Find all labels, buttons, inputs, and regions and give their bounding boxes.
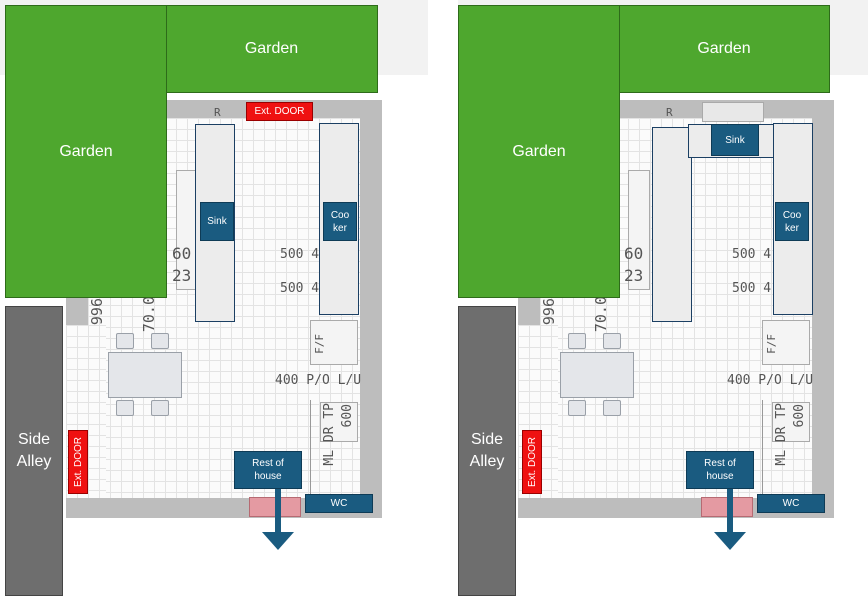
cooker-label: Coo ker [330, 209, 350, 234]
side-alley: Side Alley [5, 306, 63, 596]
appliance-label: ML DR TP [322, 403, 337, 466]
chair [568, 400, 586, 416]
garden-left: Garden [458, 5, 620, 298]
utility-label: 400 P/O L/U [727, 373, 814, 388]
floor-plan-left: 60 23 500 4 500 4 996 70.0 F/F 400 P/O L… [0, 0, 428, 600]
dim-label: 70.0 [140, 296, 158, 333]
dim-label: 600 [792, 404, 807, 428]
ext-door-side: Ext. DOOR [68, 430, 88, 494]
garden-top: Garden [618, 5, 830, 93]
rest-of-house-box: Rest of house [686, 451, 754, 489]
chair [151, 333, 169, 349]
dim-label: 60 [172, 244, 192, 263]
rest-of-house-label: Rest of house [252, 458, 284, 482]
garden-left-label: Garden [59, 142, 113, 160]
rest-of-house-label: Rest of house [704, 458, 736, 482]
fridge-label: F/F [765, 334, 778, 354]
wc-label: WC [330, 498, 348, 509]
dim-label: 500 4 [732, 247, 772, 262]
utility-label: 400 P/O L/U [275, 373, 362, 388]
panel-divider [428, 0, 458, 600]
cooker-box: Coo ker [775, 202, 809, 241]
chair [603, 400, 621, 416]
ext-door-top-label: Ext. DOOR [254, 106, 305, 117]
chair [568, 333, 586, 349]
fridge-freezer [762, 320, 810, 365]
chair [151, 400, 169, 416]
appliance-stack [772, 402, 810, 442]
side-alley-label: Side Alley [16, 431, 52, 470]
dim-label: 23 [172, 266, 192, 285]
dim-label: 996 [88, 298, 106, 326]
dining-table [108, 352, 182, 398]
sink-label: Sink [207, 216, 227, 227]
sink-box: Sink [200, 202, 234, 241]
appliance-label: ML DR TP [774, 403, 789, 466]
down-arrow-icon [714, 532, 746, 550]
appliance-stack [320, 402, 358, 442]
counter-left [652, 127, 692, 322]
wc-box: WC [757, 494, 825, 513]
wc-label: WC [782, 498, 800, 509]
floor-plan-right: 60 23 500 4 500 4 996 70.0 F/F 400 P/O L… [452, 0, 868, 600]
dim-label: 500 4 [732, 281, 772, 296]
plan-mark: R [214, 106, 221, 119]
sink-label: Sink [725, 134, 745, 146]
arrow-shaft [727, 489, 733, 535]
chair [116, 333, 134, 349]
dim-label: 996 [540, 298, 558, 326]
garden-left-label: Garden [512, 142, 566, 160]
dim-label: 70.0 [592, 296, 610, 333]
garden-top-label: Garden [697, 40, 751, 57]
dim-label: 500 4 [280, 247, 320, 262]
plan-mark: R [666, 106, 673, 119]
chair [603, 333, 621, 349]
arrow-shaft [275, 489, 281, 535]
dim-label: 60 [624, 244, 644, 263]
window-outline [702, 102, 764, 122]
ext-door-side-label: Ext. DOOR [72, 436, 84, 487]
down-arrow-icon [262, 532, 294, 550]
dim-label: 500 4 [280, 281, 320, 296]
ext-door-top: Ext. DOOR [246, 102, 313, 121]
rest-of-house-box: Rest of house [234, 451, 302, 489]
cooker-box: Coo ker [323, 202, 357, 241]
door-swing-line [762, 400, 763, 500]
cooker-label: Coo ker [782, 209, 802, 234]
dining-table [560, 352, 634, 398]
garden-left: Garden [5, 5, 167, 298]
fridge-freezer [310, 320, 358, 365]
wall-unit-outline [628, 170, 650, 290]
ext-door-side-label: Ext. DOOR [526, 436, 538, 487]
door-swing-line [310, 400, 311, 500]
garden-top-label: Garden [244, 40, 299, 57]
side-alley: Side Alley [458, 306, 516, 596]
dim-label: 600 [340, 404, 355, 428]
ext-door-side: Ext. DOOR [522, 430, 542, 494]
chair [116, 400, 134, 416]
garden-top: Garden [165, 5, 378, 93]
wc-box: WC [305, 494, 373, 513]
fridge-label: F/F [313, 334, 326, 354]
dim-label: 23 [624, 266, 644, 285]
sink-box: Sink [711, 124, 759, 156]
side-alley-label: Side Alley [469, 431, 505, 470]
